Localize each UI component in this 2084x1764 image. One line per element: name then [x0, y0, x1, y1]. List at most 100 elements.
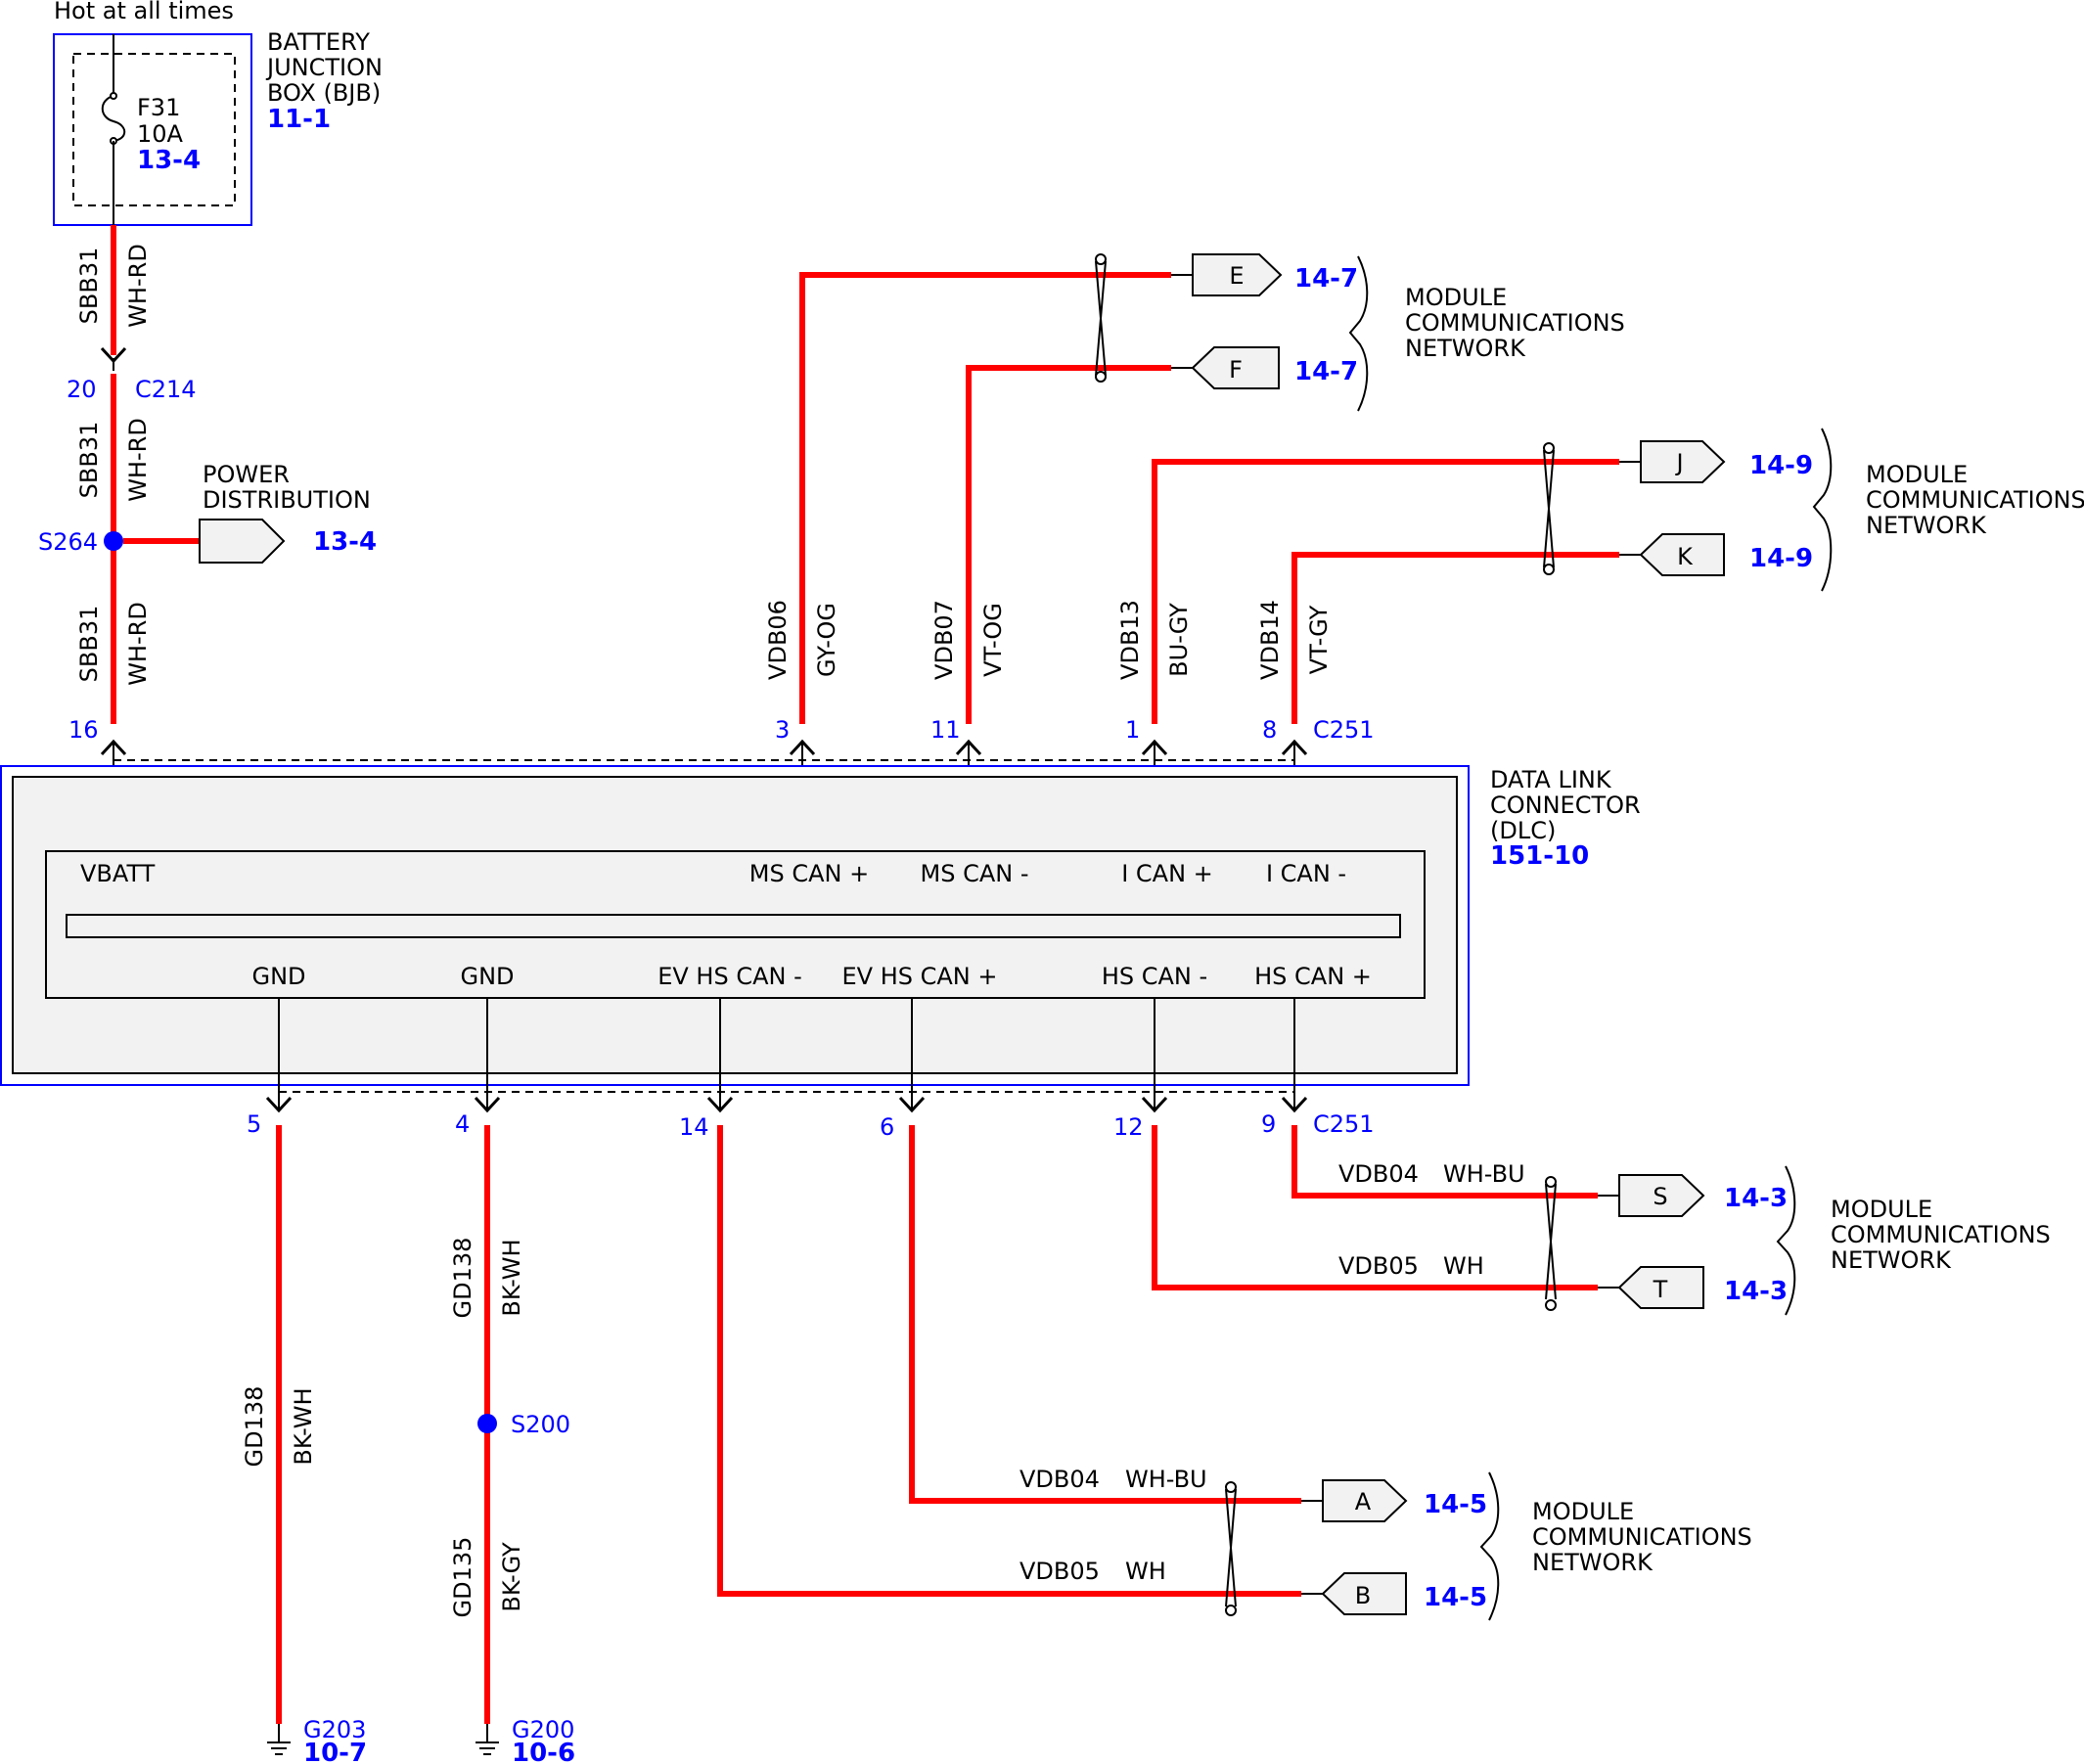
flag-s-ref-link[interactable]: 14-3: [1724, 1184, 1788, 1213]
dlc-ref-link[interactable]: 151-10: [1490, 841, 1589, 871]
c214-pin-number: 20: [67, 376, 97, 403]
vdb13-color-label: BU-GY: [1165, 603, 1193, 677]
network-label-1: MODULE: [1532, 1498, 1634, 1525]
gd135-color-label: BK-GY: [498, 1542, 525, 1612]
wire-vdb06: [799, 272, 1171, 724]
splice-s264-icon[interactable]: [104, 531, 123, 551]
splice-s200-icon[interactable]: [477, 1414, 497, 1433]
fuse-f31-icon: [101, 95, 126, 142]
network-label-3: NETWORK: [1532, 1549, 1654, 1576]
dlc-label-2: CONNECTOR: [1490, 792, 1641, 819]
dlc-label-1: DATA LINK: [1490, 766, 1612, 793]
hs-plus-circuit-label: VDB04: [1338, 1160, 1419, 1188]
wire-hs-can-minus: [1152, 1125, 1598, 1290]
ground-g203-label[interactable]: G203: [303, 1716, 366, 1743]
fuse-ref-link[interactable]: 13-4: [137, 146, 201, 175]
vdb06-circuit-label: VDB06: [764, 600, 792, 680]
wire-vdb13: [1152, 459, 1619, 724]
flag-k-ref-link[interactable]: 14-9: [1749, 544, 1813, 573]
flag-k-icon[interactable]: [1639, 533, 1725, 576]
pin-label-ms-can-minus: MS CAN -: [921, 860, 1029, 887]
splice-s200-label[interactable]: S200: [511, 1411, 570, 1438]
network-label-3: NETWORK: [1831, 1246, 1952, 1274]
flag-f-ref-link[interactable]: 14-7: [1294, 357, 1358, 386]
flag-f-icon[interactable]: [1191, 346, 1280, 389]
ev-plus-color-label: WH-BU: [1125, 1466, 1207, 1493]
network-label-1: MODULE: [1405, 284, 1507, 311]
pin-label-i-can-plus: I CAN +: [1121, 860, 1213, 887]
pin-number: 9: [1261, 1110, 1276, 1138]
battery-junction-box[interactable]: [53, 33, 252, 226]
fuse-terminal-icon: [110, 92, 117, 100]
ground-g200-ref-link[interactable]: 10-6: [512, 1739, 575, 1764]
flag-k-label: K: [1677, 543, 1694, 570]
flag-s-icon[interactable]: [1618, 1174, 1705, 1217]
twisted-pair-icon: [1545, 1176, 1557, 1311]
power-distribution-ref-link[interactable]: 13-4: [313, 527, 377, 557]
splice-s264-label[interactable]: S264: [38, 528, 98, 556]
sbb31-circuit-label: SBB31: [75, 422, 103, 499]
flag-t-icon[interactable]: [1617, 1266, 1704, 1309]
network-brace-icon: [1776, 1165, 1796, 1316]
flag-j-ref-link[interactable]: 14-9: [1749, 451, 1813, 480]
ev-minus-circuit-label: VDB05: [1019, 1558, 1100, 1585]
flag-e-label: E: [1229, 262, 1244, 290]
connector-c251-label[interactable]: C251: [1313, 716, 1375, 744]
twisted-pair-icon: [1225, 1481, 1237, 1616]
pin-number: 3: [775, 716, 790, 744]
hs-minus-color-label: WH: [1443, 1252, 1484, 1280]
flag-e-icon[interactable]: [1192, 253, 1283, 296]
power-distribution-flag-icon[interactable]: [199, 519, 286, 564]
fuse-id: F31: [137, 94, 180, 121]
sbb31-color-label: WH-RD: [124, 602, 152, 686]
dlc-label-3: (DLC): [1490, 817, 1556, 844]
ev-minus-color-label: WH: [1125, 1558, 1166, 1585]
power-distribution-label-2: DISTRIBUTION: [203, 486, 371, 514]
flag-t-ref-link[interactable]: 14-3: [1724, 1277, 1788, 1306]
sbb31-circuit-label: SBB31: [75, 606, 103, 683]
hot-at-all-times-label: Hot at all times: [54, 0, 234, 24]
network-brace-icon: [1479, 1471, 1500, 1621]
ground-g200-label[interactable]: G200: [512, 1716, 574, 1743]
pin-number: 16: [68, 716, 99, 744]
pin-label-gnd: GND: [251, 963, 305, 990]
flag-j-label: J: [1674, 449, 1683, 476]
ground-g203-ref-link[interactable]: 10-7: [303, 1739, 367, 1764]
network-label-1: MODULE: [1831, 1196, 1932, 1223]
dlc-slot: [66, 914, 1401, 938]
vdb14-circuit-label: VDB14: [1256, 600, 1284, 680]
pin-number: 6: [880, 1113, 894, 1141]
flag-b-icon[interactable]: [1321, 1572, 1407, 1615]
flag-e-ref-link[interactable]: 14-7: [1294, 264, 1358, 294]
pin-number: 14: [679, 1113, 709, 1141]
pin-label-ev-hs-can-plus: EV HS CAN +: [842, 963, 998, 990]
sbb31-color-label: WH-RD: [124, 418, 152, 502]
flag-s-label: S: [1653, 1183, 1667, 1210]
c214-connector-label[interactable]: C214: [135, 376, 197, 403]
flag-a-ref-link[interactable]: 14-5: [1424, 1490, 1487, 1519]
ground-g200-icon: [476, 1724, 499, 1755]
twisted-pair-icon: [1543, 442, 1555, 575]
vdb06-color-label: GY-OG: [813, 603, 840, 677]
network-brace-icon: [1812, 428, 1833, 592]
pin-number: 4: [455, 1110, 470, 1138]
pin-number: 1: [1125, 716, 1140, 744]
pin-label-gnd: GND: [460, 963, 514, 990]
wire-ev-hs-can-minus: [717, 1125, 1301, 1597]
flag-f-label: F: [1229, 356, 1243, 384]
pin-label-hs-can-plus: HS CAN +: [1254, 963, 1372, 990]
pin-label-i-can-minus: I CAN -: [1266, 860, 1346, 887]
wire-vdb14: [1291, 552, 1619, 724]
flag-j-icon[interactable]: [1640, 440, 1726, 483]
sbb31-color-label: WH-RD: [124, 244, 152, 328]
bjb-ref-link[interactable]: 11-1: [267, 105, 331, 134]
network-label-2: COMMUNICATIONS: [1831, 1221, 2051, 1248]
connector-c251-label[interactable]: C251: [1313, 1110, 1375, 1138]
vdb07-color-label: VT-OG: [979, 603, 1007, 677]
vdb07-circuit-label: VDB07: [930, 600, 958, 680]
flag-b-ref-link[interactable]: 14-5: [1424, 1583, 1487, 1612]
pin-number: 11: [930, 716, 961, 744]
vdb14-color-label: VT-GY: [1305, 605, 1333, 674]
gd138-color-label: BK-WH: [290, 1387, 317, 1465]
flag-a-icon[interactable]: [1322, 1479, 1408, 1522]
